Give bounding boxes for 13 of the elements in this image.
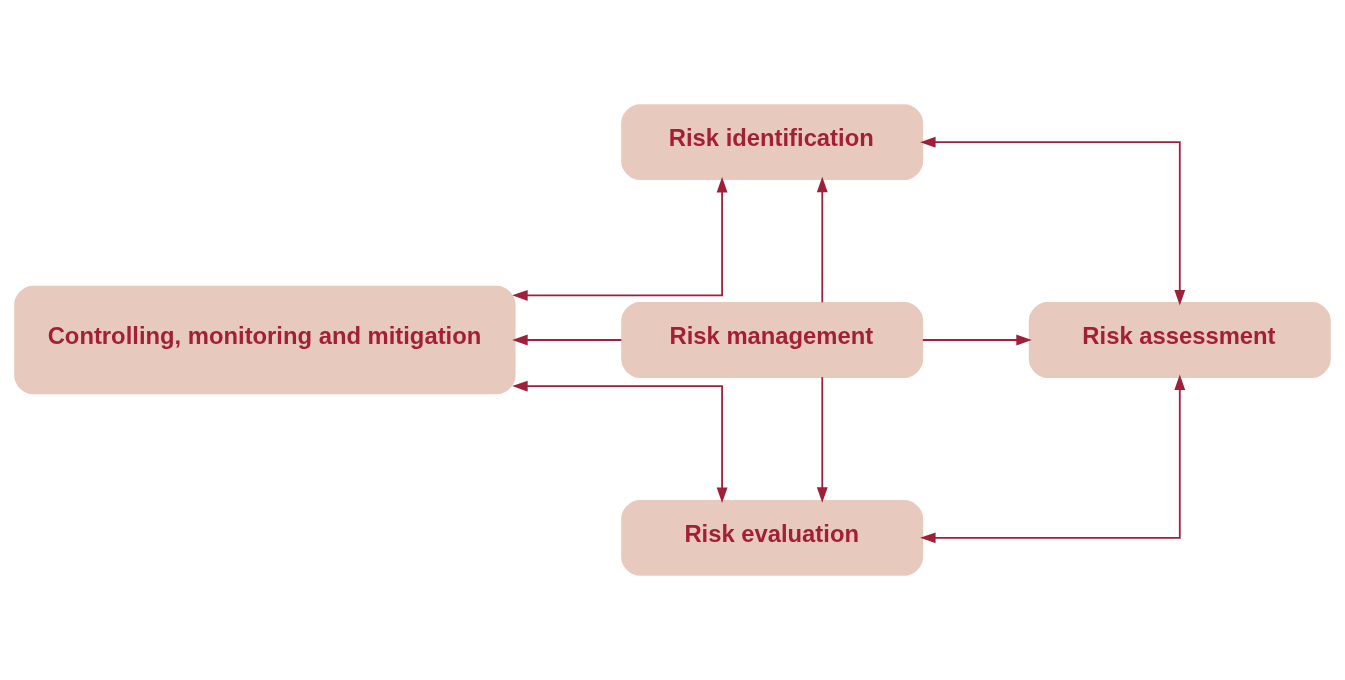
arrow — [816, 176, 828, 304]
arrow — [816, 376, 828, 503]
node-box: Controlling, monitoring and mitigation — [14, 285, 516, 395]
arrow — [920, 374, 1186, 544]
arrow — [920, 136, 1186, 306]
node-box: Risk identification — [621, 104, 924, 181]
arrow — [512, 176, 728, 301]
node-box: Risk evaluation — [621, 499, 924, 576]
node-box: Risk assessment — [1028, 302, 1331, 378]
arrow — [512, 334, 623, 346]
arrow — [512, 380, 728, 504]
arrow — [921, 334, 1032, 346]
node-box: Risk management — [621, 302, 924, 378]
